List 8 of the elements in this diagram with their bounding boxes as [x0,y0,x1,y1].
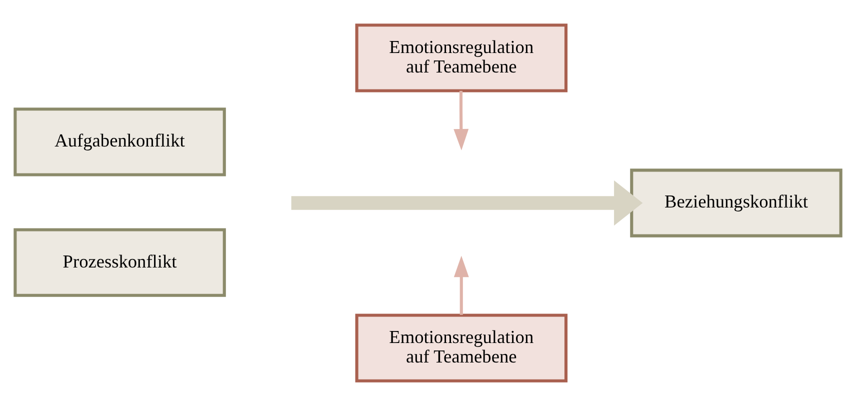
node-box: Beziehungskonflikt [630,168,842,238]
node-box: Aufgabenkonflikt [14,108,226,176]
node-box: Emotionsregulation auf Teamebene [355,314,568,382]
arrow [454,90,469,150]
arrow [454,256,469,315]
node-box: Prozesskonflikt [14,228,226,297]
node-box: Emotionsregulation auf Teamebene [355,24,568,92]
arrow [291,180,643,226]
